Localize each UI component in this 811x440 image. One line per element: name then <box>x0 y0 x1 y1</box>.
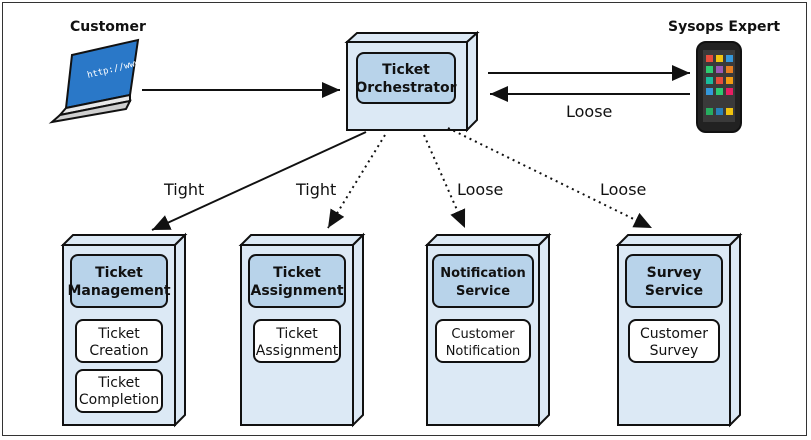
edge-label-management: Tight <box>163 180 204 199</box>
service-ticket-management: Ticket Management Ticket Creation Ticket… <box>60 232 188 428</box>
edge-label-sysops-return: Loose <box>566 102 612 121</box>
component-label-line1: Customer <box>640 326 708 342</box>
edge-label-notification: Loose <box>457 180 503 199</box>
component-label-line1: Ticket <box>97 326 140 342</box>
service-ticket-assignment: Ticket Assignment Ticket Assignment <box>238 232 366 428</box>
service-title-line2: Service <box>645 283 703 299</box>
component-label-line2: Creation <box>89 343 148 359</box>
service-title-line1: Ticket <box>95 265 143 281</box>
smartphone-icon <box>696 41 742 133</box>
component-label-line1: Ticket <box>275 326 318 342</box>
service-survey: Survey Service Customer Survey <box>615 232 743 428</box>
service-title-line1: Survey <box>647 265 702 281</box>
component-label-line2: Survey <box>650 343 699 359</box>
edge-to-notification-service <box>423 134 466 229</box>
component-label-line2: Assignment <box>256 343 339 359</box>
component-label-line2: Completion <box>79 392 159 408</box>
edge-label-survey: Loose <box>600 180 646 199</box>
sysops-expert-label: Sysops Expert <box>668 19 780 35</box>
component-label-line2: Notification <box>446 344 521 359</box>
service-title-line1: Notification <box>440 266 525 281</box>
service-title-line1: Ticket <box>273 265 321 281</box>
diagram-frame <box>2 2 807 436</box>
ticket-orchestrator-node: Ticket Orchestrator <box>344 30 480 133</box>
component-label-line1: Customer <box>451 327 515 342</box>
laptop-icon: http://www <box>48 38 142 124</box>
edge-to-ticket-assignment <box>327 134 386 229</box>
edge-label-assignment: Tight <box>295 180 336 199</box>
orchestrator-title-line2: Orchestrator <box>355 80 456 96</box>
service-title-line2: Assignment <box>250 283 343 299</box>
service-title-line2: Management <box>67 283 170 299</box>
orchestrator-title-line1: Ticket <box>382 62 430 78</box>
customer-label: Customer <box>70 19 146 35</box>
edge-to-ticket-management <box>151 131 367 231</box>
component-label-line1: Ticket <box>97 375 140 391</box>
service-notification: Notification Service Customer Notificati… <box>424 232 552 428</box>
service-title-line2: Service <box>456 284 510 299</box>
edge-to-survey-service <box>447 127 653 229</box>
